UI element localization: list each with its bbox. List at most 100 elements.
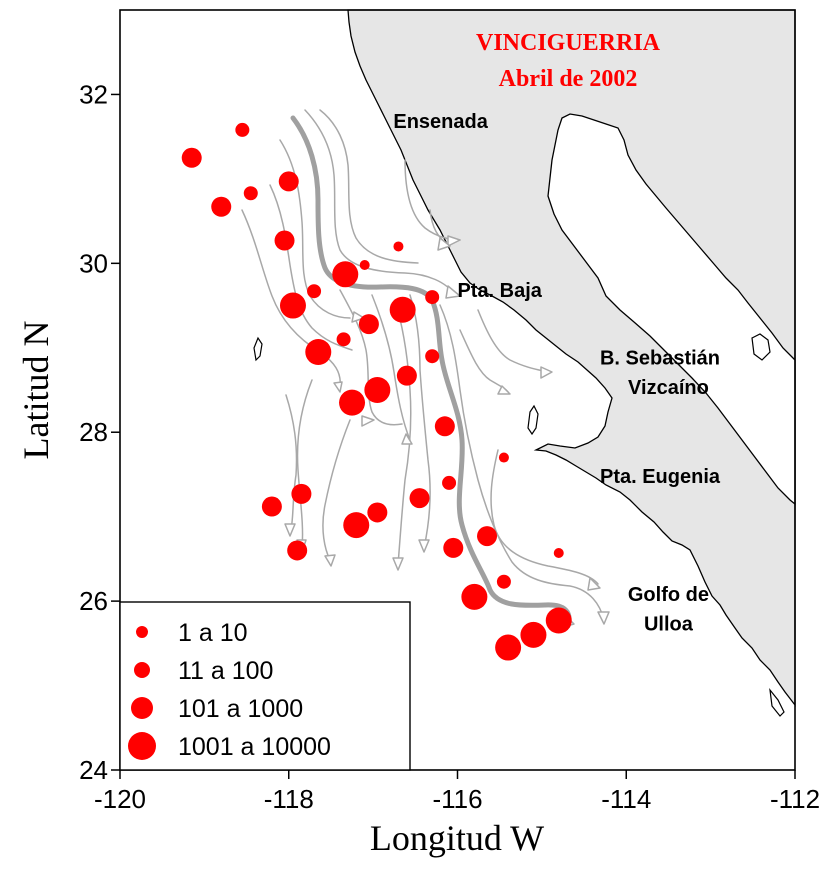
arrow-head <box>587 577 601 591</box>
x-tick-label: -112 <box>770 784 820 814</box>
sample-marker <box>181 147 202 168</box>
place-label: Golfo de <box>628 584 709 606</box>
main-current-path <box>290 115 572 629</box>
sample-marker <box>425 349 440 364</box>
baja-peninsula <box>347 9 796 707</box>
legend-label: 1001 a 10000 <box>178 733 331 761</box>
sample-marker <box>287 540 308 561</box>
arrow-head <box>333 381 343 393</box>
arrow-head <box>418 539 430 553</box>
sample-marker <box>339 389 366 416</box>
sample-marker <box>442 475 457 490</box>
sample-marker <box>443 537 464 558</box>
sample-marker <box>498 452 509 463</box>
y-tick-label: 30 <box>79 248 108 278</box>
sample-marker <box>461 583 488 610</box>
arrow-head <box>445 285 461 299</box>
sample-marker <box>520 621 547 648</box>
x-tick-label: -116 <box>432 784 482 814</box>
x-tick-label: -120 <box>94 784 146 814</box>
place-label: Vizcaíno <box>628 377 709 399</box>
sample-marker <box>274 230 295 251</box>
x-tick-label: -114 <box>601 784 651 814</box>
sample-marker <box>332 261 359 288</box>
arrow-head <box>361 415 375 427</box>
y-axis-label: Latitud N <box>16 321 56 460</box>
arrow-head <box>447 235 461 247</box>
sample-markers <box>181 122 572 661</box>
legend-marker <box>128 732 156 760</box>
sample-marker <box>477 526 498 547</box>
land-mass <box>253 9 796 717</box>
current-line <box>490 449 599 585</box>
island-magdalena <box>769 687 785 717</box>
sample-marker <box>278 171 299 192</box>
legend-box <box>119 601 411 771</box>
current-line <box>304 109 456 296</box>
place-label: Pta. Baja <box>457 280 542 302</box>
x-tick-label: -118 <box>264 784 314 814</box>
current-line <box>296 379 313 549</box>
sample-marker <box>495 634 522 661</box>
thin-currents <box>241 109 605 621</box>
sample-marker <box>545 607 572 634</box>
island-cedros <box>527 404 539 436</box>
sample-marker <box>553 547 564 558</box>
sample-marker <box>359 260 370 271</box>
current-line <box>322 419 351 561</box>
legend-marker <box>136 626 148 638</box>
y-tick-label: 28 <box>79 417 108 447</box>
current-line <box>269 184 353 351</box>
current-line <box>241 209 342 389</box>
legend-marker <box>131 697 153 719</box>
place-label: Pta. Eugenia <box>600 466 721 488</box>
y-tick-label: 32 <box>79 79 108 109</box>
legend-label: 101 a 1000 <box>178 695 303 723</box>
sample-marker <box>336 332 351 347</box>
sample-marker <box>434 416 455 437</box>
y-tick-label: 26 <box>79 586 108 616</box>
current-line <box>477 309 549 373</box>
y-tick-label: 24 <box>79 755 108 785</box>
arrow-head <box>497 385 511 395</box>
arrow-head <box>597 611 610 625</box>
gulf-of-california <box>547 113 796 506</box>
sample-marker <box>396 365 417 386</box>
sample-marker <box>425 290 440 305</box>
place-label: B. Sebastián <box>600 348 720 370</box>
arrow-head <box>392 557 404 571</box>
sample-marker <box>389 296 416 323</box>
sample-marker <box>291 483 312 504</box>
sample-marker <box>261 496 282 517</box>
arrow-head <box>401 433 413 445</box>
sample-marker <box>305 339 332 365</box>
axis-ticks: -120 -118 -116 -114 -112 24 26 28 30 32 <box>79 79 820 814</box>
arrow-head <box>284 523 296 537</box>
arrow-head <box>540 366 553 379</box>
sample-marker <box>496 574 511 589</box>
sample-marker <box>364 377 391 403</box>
current-line <box>319 109 419 264</box>
currents <box>241 109 610 629</box>
current-line <box>285 394 298 536</box>
sample-marker <box>367 502 388 523</box>
arrow-head <box>437 237 451 251</box>
place-label: Ulloa <box>644 614 694 636</box>
island-guadalupe <box>253 336 263 362</box>
sample-marker <box>243 186 258 201</box>
place-label: Ensenada <box>393 111 488 133</box>
legend-marker <box>134 662 150 678</box>
current-line <box>439 304 605 621</box>
map-title-line2: Abril de 2002 <box>499 66 638 92</box>
sample-marker <box>393 241 404 252</box>
sample-marker <box>307 284 322 299</box>
arrow-head <box>324 554 336 567</box>
sample-marker <box>358 314 379 335</box>
legend-label: 11 a 100 <box>178 657 273 685</box>
sample-marker <box>409 488 430 509</box>
current-line <box>409 294 431 549</box>
